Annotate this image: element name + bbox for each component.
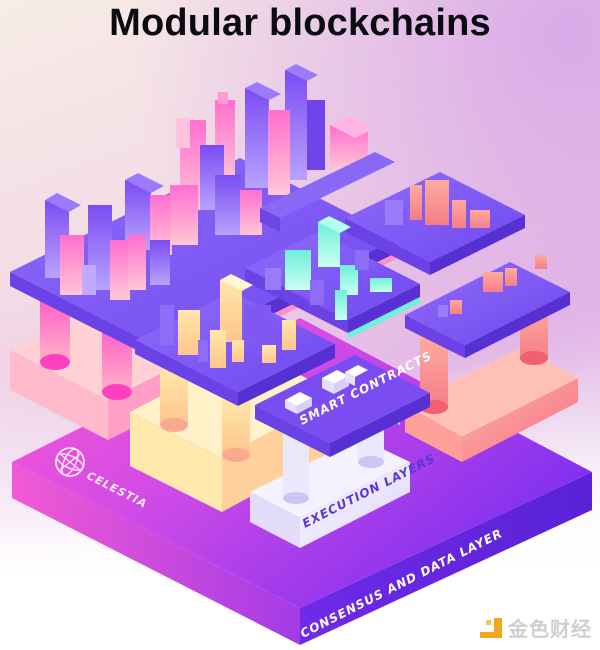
pink-chain-towers [45, 64, 395, 300]
smart-contracts-platform [255, 355, 430, 457]
cream-chain-towers [160, 274, 296, 368]
cyan-chain-towers [265, 216, 392, 320]
coral-chain-towers [385, 180, 547, 317]
globe-icon [55, 447, 85, 477]
watermark: 金色财经 [480, 613, 592, 642]
watermark-text: 金色财经 [508, 617, 592, 641]
jinse-logo-icon [480, 617, 502, 638]
page-title: Modular blockchains [109, 2, 491, 44]
